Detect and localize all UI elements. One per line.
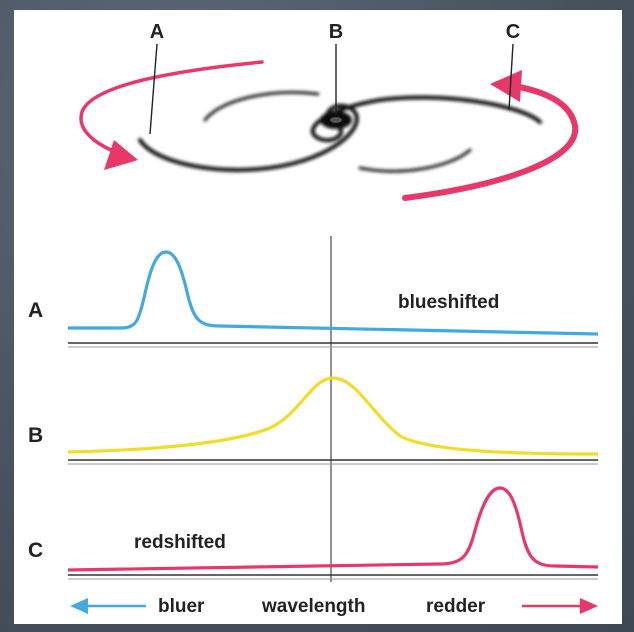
galaxy-core [330,117,342,123]
galaxy-label-b: B [329,21,343,43]
galaxy-illustration: A B C [79,21,579,201]
row-label-a: A [28,299,43,322]
row-label-c: C [28,539,43,562]
spectrum-curve-b [67,376,599,456]
rotation-arrowhead-right [490,70,522,102]
spectrum-curve-a [68,250,599,336]
rotation-arrowhead-left [104,140,138,170]
baseline-c [68,574,598,580]
spectra-group: A B C blueshifted redshifted [28,236,599,582]
shift-note-c: redshifted [134,532,226,553]
wavelength-axis: bluer wavelength redder [70,596,598,617]
baseline-a [68,342,598,348]
axis-label-wavelength: wavelength [261,596,365,617]
bluer-arrowhead [70,598,88,614]
rotation-arrow-left [79,60,264,158]
axis-label-redder: redder [426,596,486,617]
pointer-line-c [508,43,514,111]
redder-arrowhead [580,598,598,614]
baseline-b [68,459,598,465]
axis-label-bluer: bluer [158,596,205,617]
rotation-arrow-right [402,83,579,201]
galaxy-label-c: C [506,21,520,43]
pointer-line-a [149,43,158,135]
shift-note-a: blueshifted [398,292,499,313]
spiral-arms [138,90,542,173]
galaxy-label-a: A [150,21,164,43]
spectrum-curve-c [67,486,599,572]
row-label-b: B [28,424,43,447]
